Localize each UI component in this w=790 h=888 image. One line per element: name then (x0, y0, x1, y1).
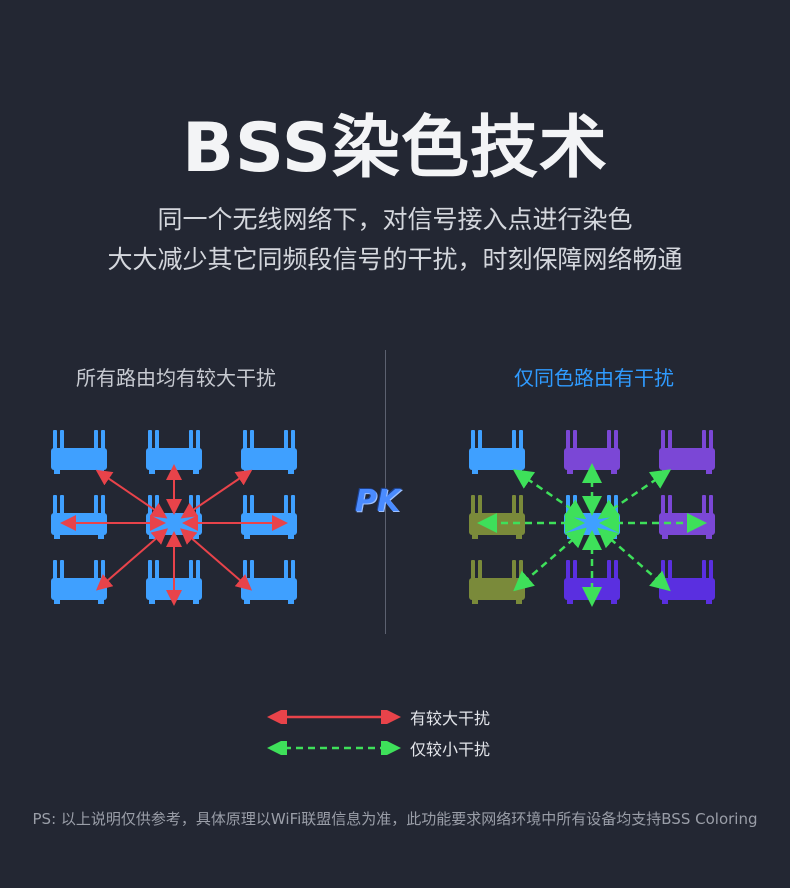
subtitle-line-1: 同一个无线网络下，对信号接入点进行染色 (157, 205, 633, 234)
panel-divider (385, 350, 386, 634)
legend-weak-label: 仅较小干扰 (410, 740, 491, 759)
interference-arrow (597, 527, 671, 592)
legend-green-arrow (267, 741, 401, 755)
router-icon (469, 560, 525, 604)
left-arrows (60, 464, 288, 606)
router-icon (51, 560, 107, 604)
interference-arrow (597, 469, 672, 520)
router-icon (564, 430, 620, 474)
interference-arrow (513, 527, 587, 592)
router-icon (469, 495, 525, 539)
interference-arrow (95, 528, 168, 591)
interference-arrow (95, 469, 168, 519)
right-arrows (477, 463, 707, 607)
router-icon (51, 495, 107, 539)
router-icon (51, 430, 107, 474)
interference-diagram (51, 430, 715, 607)
pk-label: PK (355, 484, 401, 519)
subtitle-line-2: 大大减少其它同频段信号的干扰，时刻保障网络畅通 (107, 245, 683, 274)
interference-arrow (512, 469, 587, 520)
interference-arrow (180, 528, 253, 591)
router-icon (241, 495, 297, 539)
left-panel-title: 所有路由均有较大干扰 (76, 366, 276, 390)
legend-strong-label: 有较大干扰 (410, 709, 491, 728)
legend-strong: 有较大干扰 (266, 705, 490, 729)
router-icon (564, 495, 620, 539)
router-icon (241, 430, 297, 474)
router-icon (469, 430, 525, 474)
right-panel-title: 仅同色路由有干扰 (514, 366, 674, 390)
router-icon (146, 430, 202, 474)
router-icon (241, 560, 297, 604)
legend-weak: 仅较小干扰 (266, 736, 490, 760)
footnote: PS: 以上说明仅供参考，具体原理以WiFi联盟信息为准，此功能要求网络环境中所… (32, 810, 758, 828)
legend-red-arrow (267, 710, 401, 724)
router-icon (659, 560, 715, 604)
router-icon (659, 495, 715, 539)
interference-arrow (180, 469, 253, 519)
router-icon (659, 430, 715, 474)
page-title: BSS染色技术 (182, 109, 608, 188)
